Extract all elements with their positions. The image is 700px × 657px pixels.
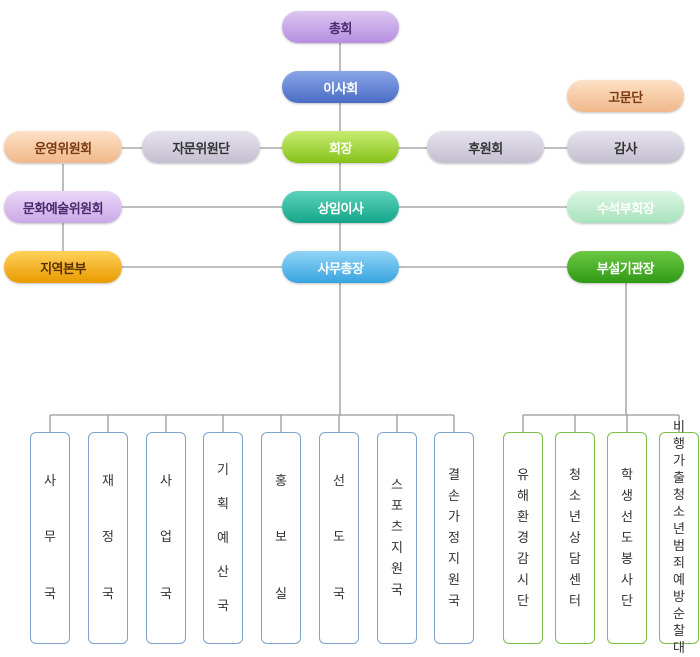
vertical-char: 가: [673, 454, 685, 469]
node-secretary-general: 사무총장: [282, 251, 399, 283]
vertical-char: 도: [621, 530, 633, 546]
vertical-char: 스: [391, 478, 403, 493]
vertical-char: 국: [102, 587, 114, 603]
vertical-char: 지: [391, 541, 403, 556]
vertical-char: 유: [517, 467, 529, 483]
vertical-char: 학: [621, 467, 633, 483]
vertical-char: 국: [160, 587, 172, 603]
vertical-char: 찰: [673, 624, 685, 639]
vertical-char: 비: [673, 420, 685, 435]
vertical-char: 실: [275, 587, 287, 603]
vertical-char: 정: [102, 530, 114, 546]
vertical-char: 행: [673, 437, 685, 452]
vertical-char: 청: [569, 467, 581, 483]
node-affiliated-institution-head: 부설기관장: [567, 251, 684, 283]
vertical-char: 년: [569, 509, 581, 525]
vertical-char: 산: [217, 564, 229, 580]
vertical-char: 기: [217, 462, 229, 478]
vertical-char: 담: [569, 551, 581, 567]
vertical-char: 정: [448, 530, 460, 546]
vertical-char: 가: [448, 509, 460, 525]
vertical-char: 츠: [391, 520, 403, 535]
node-chairman: 회장: [282, 131, 399, 163]
vertical-char: 소: [569, 488, 581, 504]
vertical-char: 해: [517, 488, 529, 504]
vertical-char: 홍: [275, 473, 287, 489]
vertical-char: 결: [448, 467, 460, 483]
vertical-char: 원: [448, 572, 460, 588]
vertical-char: 방: [673, 590, 685, 605]
vertical-char: 년: [673, 522, 685, 537]
node-advisory-group: 고문단: [567, 80, 684, 112]
vertical-char: 경: [517, 530, 529, 546]
vertical-char: 원: [391, 562, 403, 577]
vertical-char: 예: [673, 573, 685, 588]
vertical-char: 환: [517, 509, 529, 525]
vertical-char: 선: [333, 473, 345, 489]
vertical-char: 획: [217, 496, 229, 512]
vertical-char: 대: [673, 641, 685, 656]
vertical-char: 국: [44, 587, 56, 603]
node-auditor: 감사: [567, 131, 684, 163]
vertical-char: 순: [673, 607, 685, 622]
vertical-char: 국: [333, 587, 345, 603]
vertical-char: 예: [217, 530, 229, 546]
vertical-char: 죄: [673, 556, 685, 571]
node-steering-committee: 운영위원회: [4, 131, 122, 163]
vertical-char: 생: [621, 488, 633, 504]
vertical-char: 포: [391, 499, 403, 514]
vertical-char: 봉: [621, 551, 633, 567]
vertical-char: 국: [217, 598, 229, 614]
vertical-char: 보: [275, 530, 287, 546]
vertical-char: 범: [673, 539, 685, 554]
vertical-char: 사: [44, 473, 56, 489]
vertical-char: 사: [160, 473, 172, 489]
vertical-char: 지: [448, 551, 460, 567]
vertical-char: 재: [102, 473, 114, 489]
vertical-char: 단: [621, 593, 633, 609]
vertical-char: 선: [621, 509, 633, 525]
vertical-char: 시: [517, 572, 529, 588]
node-standing-director: 상임이사: [282, 191, 399, 223]
vertical-char: 상: [569, 530, 581, 546]
vertical-char: 손: [448, 488, 460, 504]
vertical-char: 청: [673, 488, 685, 503]
node-culture-arts-committee: 문화예술위원회: [4, 191, 122, 223]
vertical-char: 도: [333, 530, 345, 546]
vertical-char: 감: [517, 551, 529, 567]
vertical-char: 국: [391, 583, 403, 598]
vertical-char: 사: [621, 572, 633, 588]
vertical-char: 무: [44, 530, 56, 546]
node-consultative-committee: 자문위원단: [142, 131, 260, 163]
vertical-char: 소: [673, 505, 685, 520]
vertical-char: 국: [448, 593, 460, 609]
node-sponsors-association: 후원회: [427, 131, 544, 163]
vertical-char: 터: [569, 593, 581, 609]
node-regional-headquarters: 지역본부: [4, 251, 122, 283]
vertical-char: 업: [160, 530, 172, 546]
node-board-of-directors: 이사회: [282, 71, 399, 103]
node-senior-vice-chairman: 수석부회장: [567, 191, 684, 223]
vertical-char: 센: [569, 572, 581, 588]
node-general-assembly: 총회: [282, 11, 399, 43]
vertical-char: 출: [673, 471, 685, 486]
vertical-char: 단: [517, 593, 529, 609]
